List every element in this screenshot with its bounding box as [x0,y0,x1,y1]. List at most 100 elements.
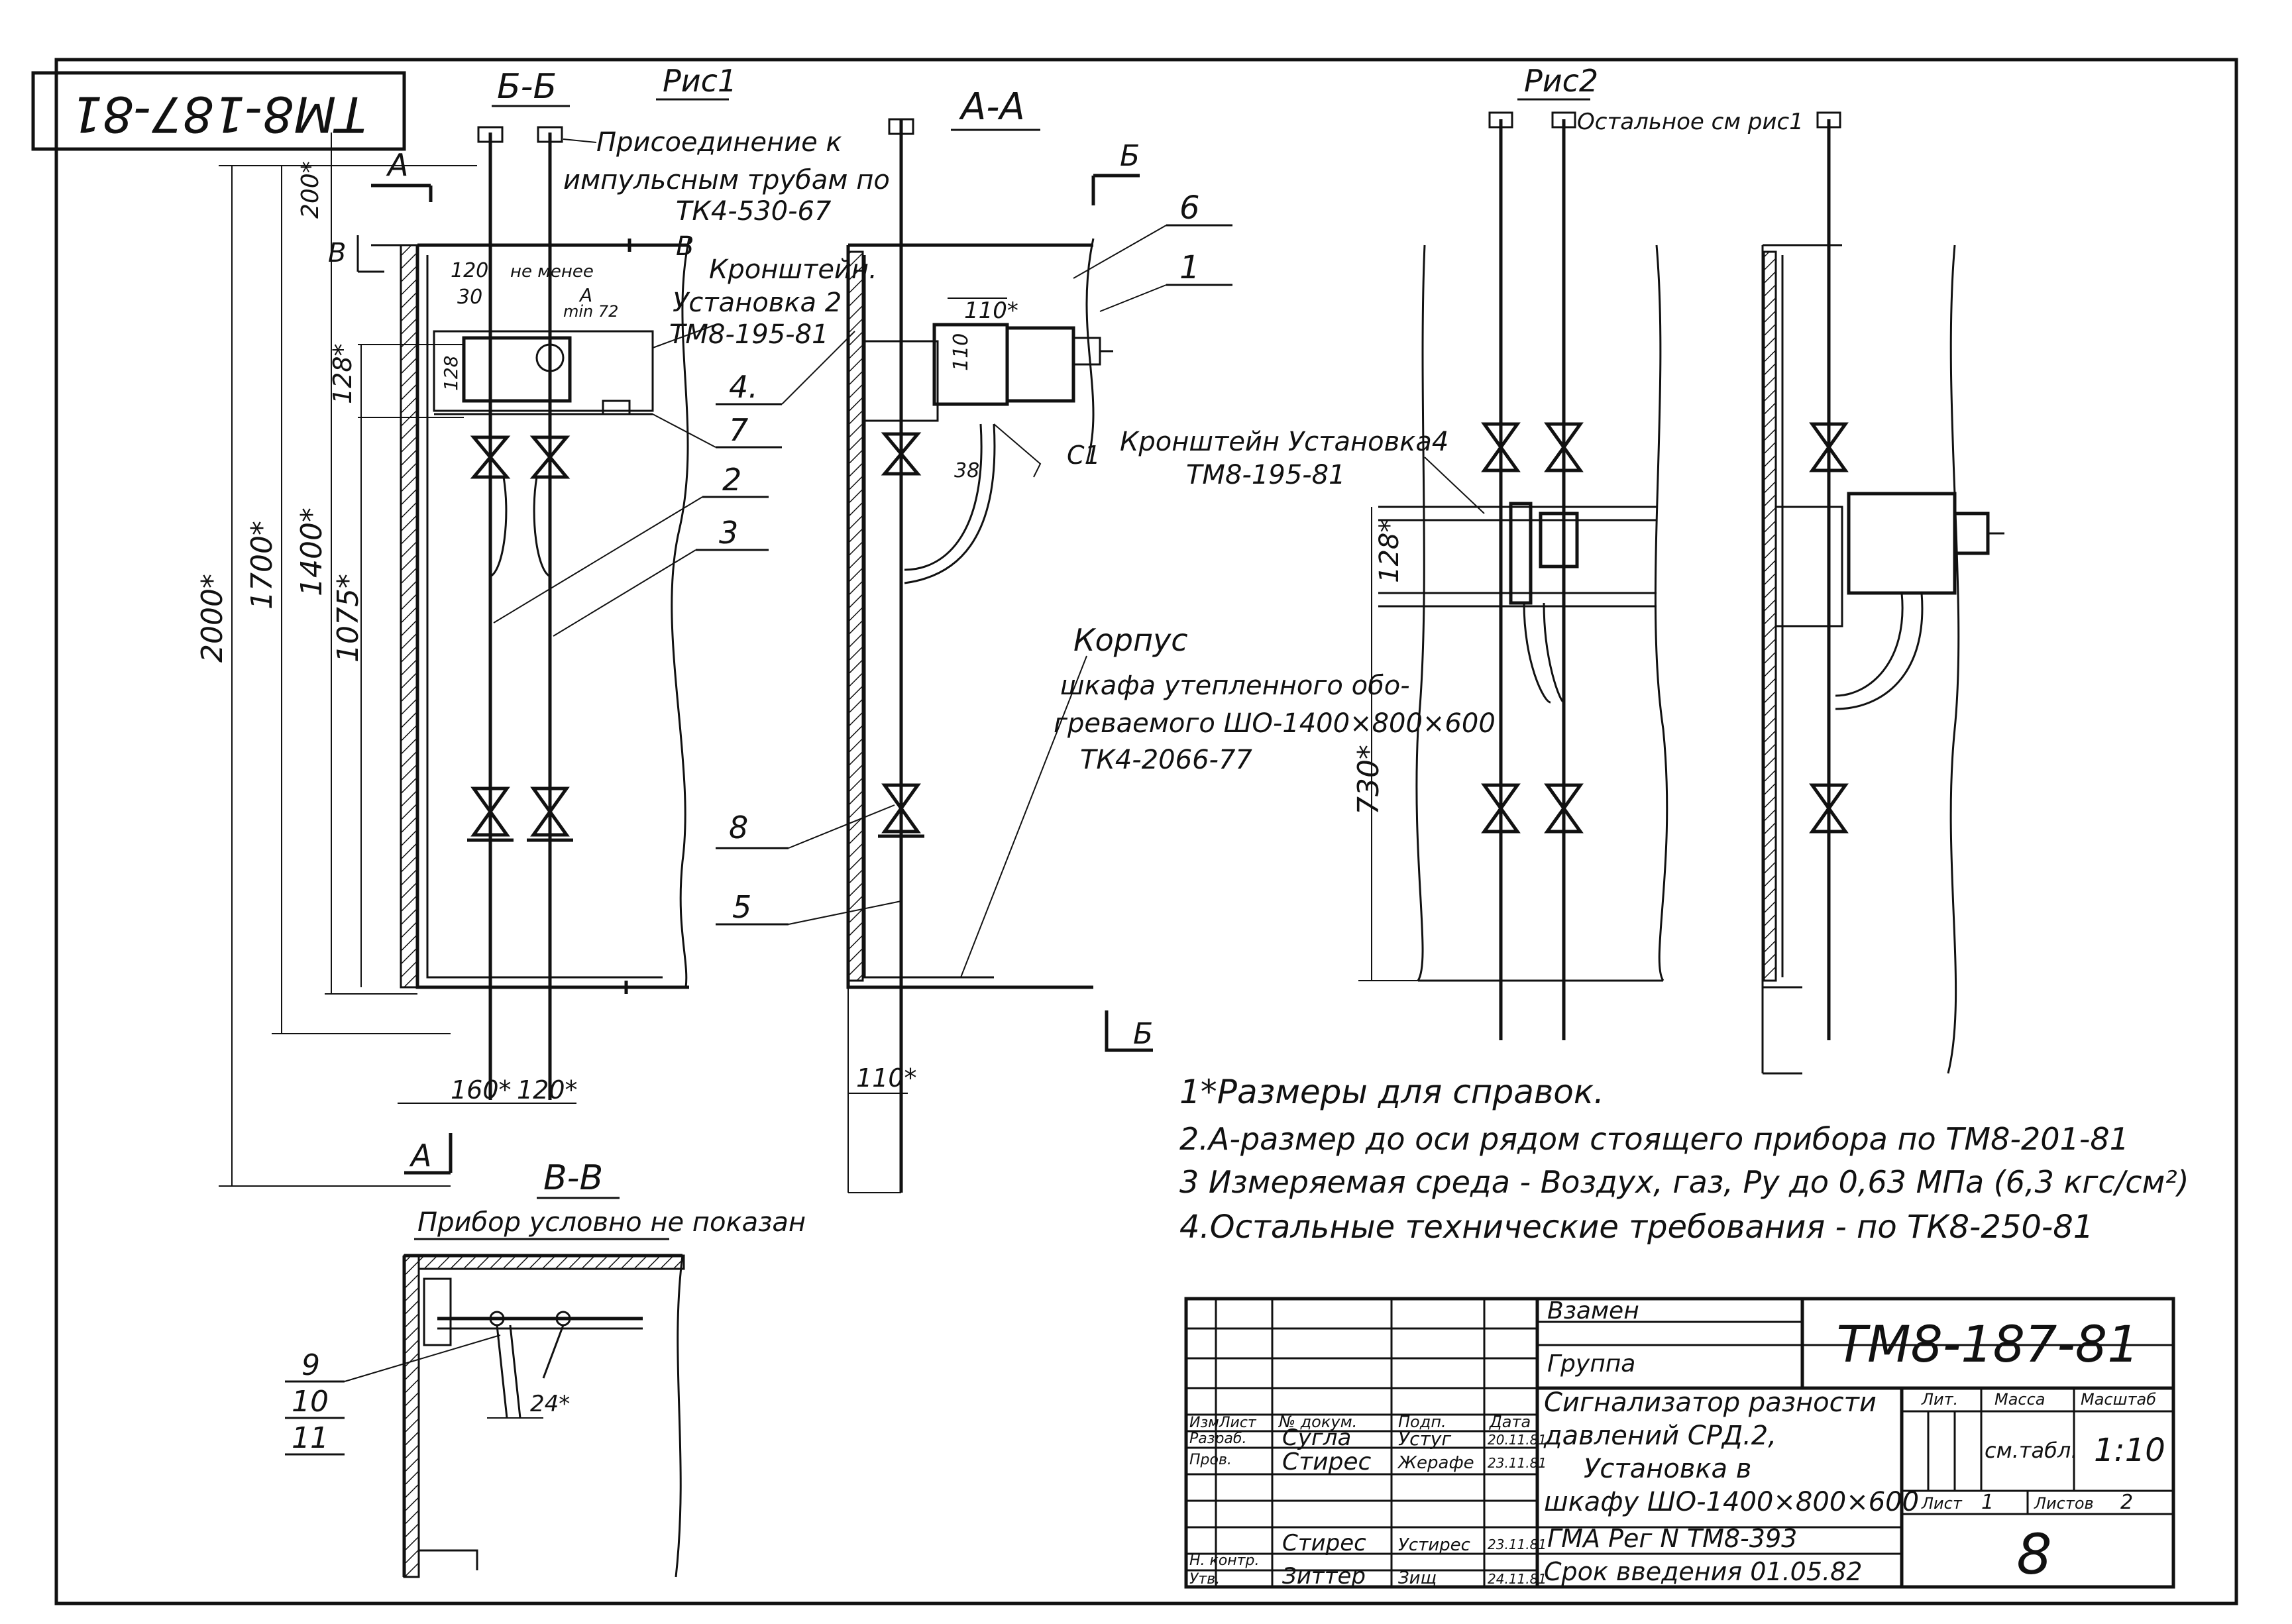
doc-code-rotated: ТМ8-187-81 [72,85,366,142]
tb-sheets: Листов [2034,1494,2094,1513]
item-3: 3 [719,515,738,551]
marker-v-right: В [676,231,694,262]
a-min2-label: min 72 [563,302,618,321]
tb-h-change: Изм [1189,1415,1219,1431]
dim-128c: 128* [1374,519,1405,583]
body-line3: греваемого ШО-1400×800×600 [1054,708,1496,739]
item-8: 8 [729,810,748,845]
tb-sheet-val: 1 [1981,1491,1994,1514]
dim-110c: 110* [856,1063,917,1093]
marker-a-bottom: А [409,1138,431,1173]
tb-sheet: Лист [1921,1494,1963,1513]
view-bb: Рис1 Б-Б [328,63,737,1175]
tb-title-3: Установка в [1584,1454,1751,1484]
tb-r2-date: 23.11.81 [1488,1455,1547,1471]
connection-line2: импульсным трубам по [563,165,890,195]
connection-line1: Присоединение к [596,127,842,158]
section-aa-label: А-А [959,85,1025,129]
item-9: 9 [301,1348,320,1382]
section-vv-label: В-В [543,1158,603,1198]
tb-date: Срок введения 01.05.82 [1544,1557,1862,1586]
item-2: 2 [722,462,741,498]
dim-1700: 1700* [245,521,279,610]
tb-r1-role: Разраб. [1189,1431,1246,1447]
note-3: 3 Измеряемая среда - Воздух, газ, Py до … [1179,1164,2189,1200]
view-fig2-front: Рис2 Остальное см рис1 Кронштейн Установ… [1120,63,1841,1040]
item-10: 10 [292,1385,329,1419]
connection-line3: ТК4-530-67 [676,196,832,227]
dim-110: 110* [964,298,1018,324]
item-1: 1 [1179,249,1200,286]
connection-callout: Присоединение к импульсным трубам по ТК4… [563,127,890,350]
tb-reg: ГМА Рег N ТМ8-393 [1547,1524,1797,1553]
tb-page: 8 [2016,1522,2051,1587]
fig1-title: Рис1 [663,63,737,99]
notes-block: 1*Размеры для справок. 2.А-размер до оси… [1179,1073,2189,1246]
dimensions-left: 200* 2000* 1700* 1400* 1075* 128* 128 12… [195,133,618,1187]
tb-mass: Масса [1994,1390,2046,1409]
tb-r4-name: Зиттер [1282,1563,1366,1590]
tb-r3-sign: Устирес [1398,1535,1470,1555]
dim-200: 200* [297,161,324,219]
item-11: 11 [292,1421,329,1455]
item-6: 6 [1179,189,1200,227]
dim-2000: 2000* [195,574,229,663]
fig2-title: Рис2 [1524,63,1598,99]
tb-r3-date: 23.11.81 [1488,1537,1547,1552]
tb-r3-role: Н. контр. [1189,1552,1259,1569]
note-4: 4.Остальные технические требования - по … [1179,1209,2093,1246]
dim-110b: 110 [950,333,973,371]
view-vv: В-В Прибор условно не показан 24* 9 10 1… [285,1158,806,1578]
not-less-label: не менее [510,262,594,282]
tb-r2-name: Стирес [1282,1448,1372,1476]
dim-120: 120 [451,259,488,282]
body-line2: шкафа утепленного обо- [1060,671,1410,701]
body-line1: Корпус [1073,622,1188,658]
tb-sheets-val: 2 [2120,1491,2133,1514]
tb-r4-sign: Зищ [1398,1568,1437,1588]
bracket4-line2: ТМ8-195-81 [1186,460,1346,490]
dim-38: 38 [954,459,979,482]
tb-r2-sign: Жерафе [1397,1453,1474,1473]
a-min-label: А [578,284,592,306]
cabinet-body-callout: Корпус шкафа утепленного обо- греваемого… [960,622,1496,978]
tb-scale-val: 1:10 [2094,1432,2165,1469]
note-2: 2.А-размер до оси рядом стоящего прибора… [1179,1121,2129,1157]
tb-title-4: шкафу ШО-1400×800×600 [1544,1487,1919,1517]
vv-note: Прибор условно не показан [417,1207,806,1238]
tb-code: ТМ8-187-81 [1837,1315,2140,1374]
item-4: 4. [729,369,758,405]
view-aa: А-А Б С1 110* 110 38 110* 6 1 [716,85,1232,1193]
body-line4: ТК4-2066-77 [1080,745,1252,775]
marker-b-top: Б [1120,139,1140,173]
tb-group: Группа [1547,1350,1635,1378]
view-fig2-side [1761,244,2004,1075]
dim-30: 30 [457,286,482,309]
dim-1075: 1075* [331,574,365,663]
c1-label: С1 [1067,441,1101,470]
tb-r1-date: 20.11.81 [1488,1432,1547,1448]
doc-code-rotated-box: ТМ8-187-81 [31,71,406,151]
tb-title-1: Сигнализатор разности [1544,1387,1877,1418]
bracket-line2: Установка 2 [673,288,842,318]
dim-120b: 120* [517,1075,578,1105]
dim-1400: 1400* [295,508,329,596]
title-block: Взамен Группа ТМ8-187-81 Изм Лист № доку… [1184,1297,2175,1590]
tb-r2-role: Пров. [1189,1452,1232,1468]
tb-r1-name: Сугла [1282,1425,1351,1451]
tb-h-sheet: Лист [1219,1415,1257,1431]
marker-b-bottom: Б [1133,1017,1153,1051]
tb-r4-date: 24.11.81 [1488,1571,1547,1587]
sheet-border [54,58,2238,1605]
item-leaders-left: 2 3 4. 7 [493,331,855,637]
tb-h-sign: Подп. [1398,1413,1446,1431]
bracket4-line1: Кронштейн Установка4 [1120,427,1448,457]
dim-160: 160* [451,1075,512,1105]
dim-128b: 128 [440,356,462,391]
tb-mass-val: см.табл. [1985,1438,2078,1463]
tb-h-date: Дата [1489,1413,1531,1431]
dim-24: 24* [530,1391,570,1417]
tb-replaces: Взамен [1547,1297,1639,1325]
section-bb-label: Б-Б [497,67,557,107]
item-7: 7 [729,412,748,448]
